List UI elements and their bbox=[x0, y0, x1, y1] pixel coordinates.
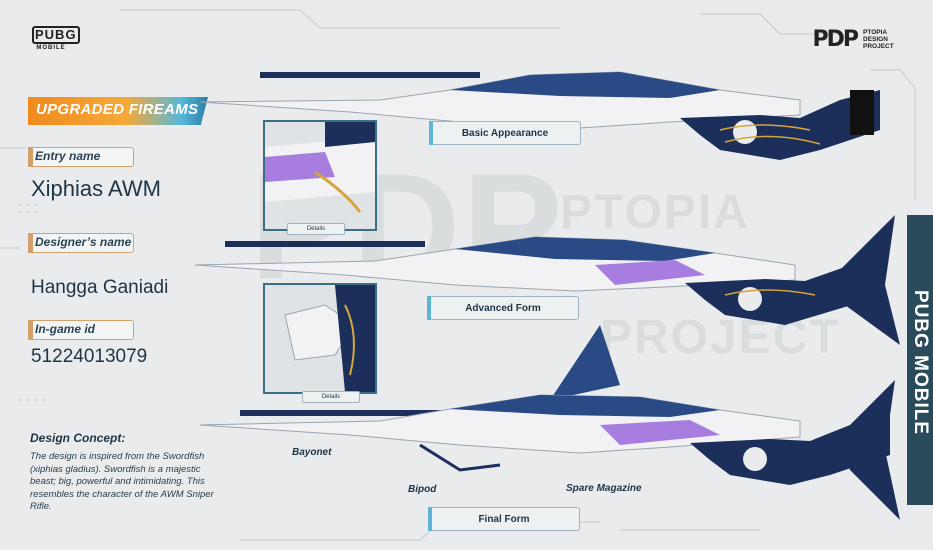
basic-appearance-tag: Basic Appearance bbox=[429, 121, 581, 145]
weapon-advanced-form bbox=[194, 215, 900, 345]
advanced-form-tag: Advanced Form bbox=[427, 296, 579, 320]
section-banner: UPGRADED FIREAMS bbox=[28, 97, 208, 125]
weapon-final-form bbox=[199, 325, 900, 520]
designer-name-label: Designer’s name bbox=[35, 235, 132, 249]
callout-bayonet: Bayonet bbox=[292, 447, 332, 458]
callout-bipod: Bipod bbox=[408, 484, 437, 495]
detail-image-2 bbox=[263, 283, 377, 394]
pubg-mobile-logo: PUBG MOBILE bbox=[32, 26, 80, 54]
pdp-logo: PDP PTOPIA DESIGN PROJECT bbox=[812, 27, 911, 52]
weapon-basic-appearance bbox=[199, 71, 880, 160]
watermark-word-ptopia: PTOPIA bbox=[560, 186, 750, 239]
designer-name-value: Hangga Ganiadi bbox=[31, 277, 169, 298]
ingame-id-label-box: In-game id bbox=[28, 320, 134, 340]
detail-label-1: Details bbox=[287, 223, 345, 235]
design-concept-title: Design Concept: bbox=[30, 431, 126, 445]
pubg-logo-text: PUBG bbox=[32, 26, 80, 44]
ingame-id-label: In-game id bbox=[35, 322, 96, 336]
entry-name-label: Entry name bbox=[35, 149, 101, 163]
callout-spare-magazine: Spare Magazine bbox=[566, 483, 642, 494]
final-form-tag: Final Form bbox=[428, 507, 580, 531]
side-strip bbox=[907, 215, 933, 505]
pdp-logo-mark: PDP bbox=[812, 27, 858, 52]
banner-title: UPGRADED FIREAMS bbox=[36, 101, 199, 118]
basic-appearance-label: Basic Appearance bbox=[461, 127, 549, 139]
detail-label-2: Details bbox=[302, 391, 360, 403]
advanced-form-label: Advanced Form bbox=[465, 302, 541, 314]
design-concept-body: The design is inspired from the Swordfis… bbox=[30, 451, 214, 512]
ingame-id-value: 51224013079 bbox=[31, 346, 148, 367]
entry-name-value: Xiphias AWM bbox=[31, 176, 162, 201]
detail-image-1 bbox=[263, 120, 377, 231]
pdp-logo-text: PTOPIA DESIGN PROJECT bbox=[863, 29, 894, 50]
final-form-label: Final Form bbox=[478, 513, 530, 525]
designer-name-label-box: Designer’s name bbox=[28, 233, 134, 253]
entry-name-label-box: Entry name bbox=[28, 147, 134, 167]
side-strip-text: PUBG MOBILE bbox=[910, 290, 931, 436]
pubg-logo-subtext: MOBILE bbox=[36, 45, 66, 51]
